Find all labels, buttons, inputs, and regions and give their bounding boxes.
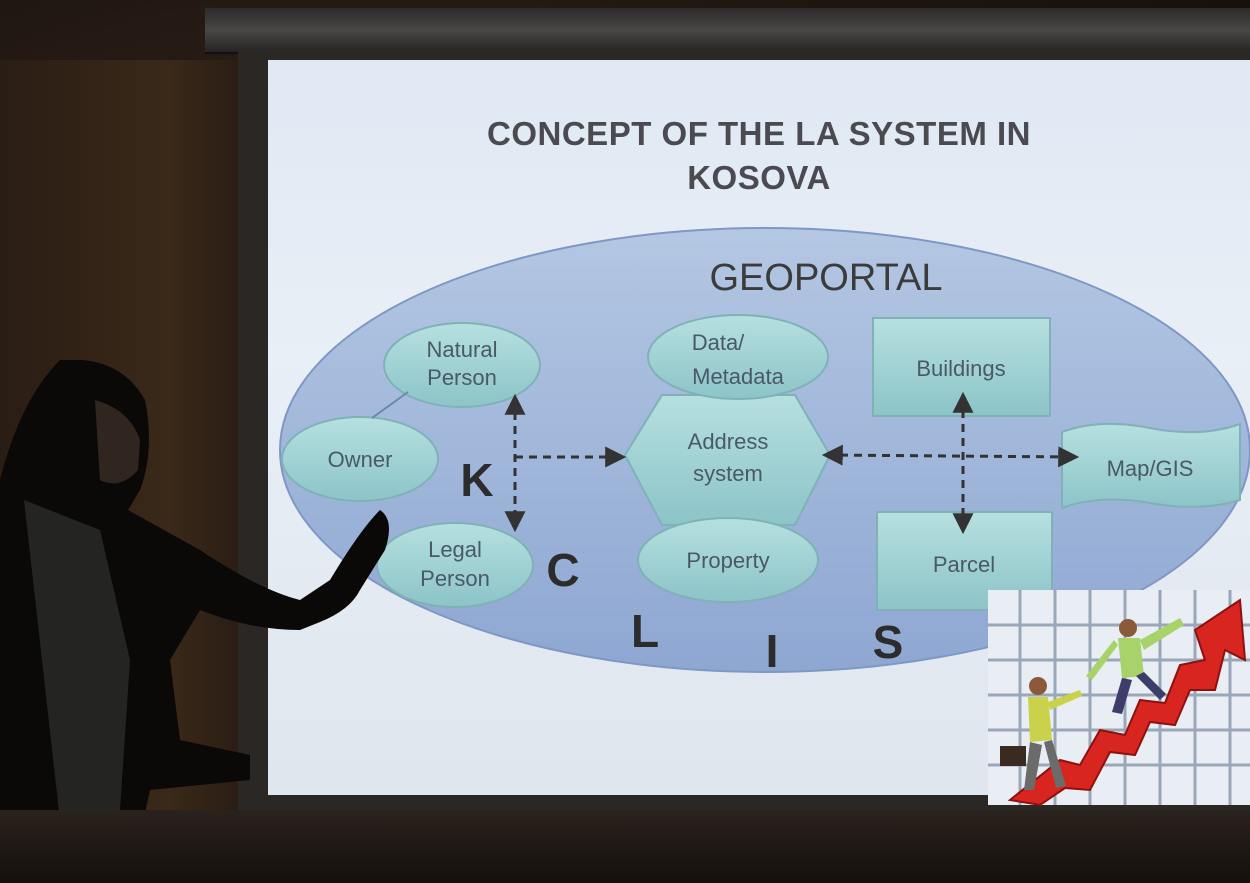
buildings-label: Buildings (916, 356, 1005, 381)
slide-title: CONCEPT OF THE LA SYSTEM IN KOSOVA (268, 112, 1250, 200)
climber-figure-1 (1000, 677, 1082, 790)
kclis-letter-c: C (546, 544, 579, 596)
legal-person-line-2: Person (420, 566, 490, 591)
climbing-clipart (988, 590, 1250, 807)
climber-figure-2 (1086, 618, 1184, 714)
map-gis-label: Map/GIS (1107, 456, 1194, 481)
kclis-letter-i: I (766, 625, 779, 677)
kclis-letter-s: S (873, 616, 904, 668)
data-metadata-line-1: Data/ (692, 330, 745, 355)
kclis-letter-l: L (631, 605, 659, 657)
presenter-silhouette (0, 360, 389, 883)
legal-person-line-1: Legal (428, 537, 482, 562)
data-metadata-line-2: Metadata (692, 364, 784, 389)
node-data-metadata: Data/ Metadata (647, 314, 829, 400)
address-system-line-2: system (693, 461, 763, 486)
node-property: Property (637, 517, 819, 603)
owner-to-natural-person-line (371, 391, 409, 419)
owner-label: Owner (328, 447, 393, 472)
slide-title-line-2: KOSOVA (687, 159, 831, 196)
geoportal-label: GEOPORTAL (710, 257, 943, 299)
kclis-letter-k: K (460, 454, 493, 506)
room-floor (0, 810, 1250, 883)
node-natural-person: Natural Person (383, 322, 541, 408)
property-label: Property (686, 548, 769, 573)
node-address-system: Address system (623, 394, 832, 526)
parcel-label: Parcel (933, 552, 995, 577)
natural-person-line-2: Person (427, 365, 497, 390)
node-legal-person: Legal Person (376, 522, 534, 608)
node-map-gis: Map/GIS (1061, 422, 1241, 510)
natural-person-line-1: Natural (427, 337, 498, 362)
address-system-line-1: Address (688, 429, 769, 454)
node-owner: Owner (281, 416, 439, 502)
slide-title-line-1: CONCEPT OF THE LA SYSTEM IN (487, 115, 1031, 152)
